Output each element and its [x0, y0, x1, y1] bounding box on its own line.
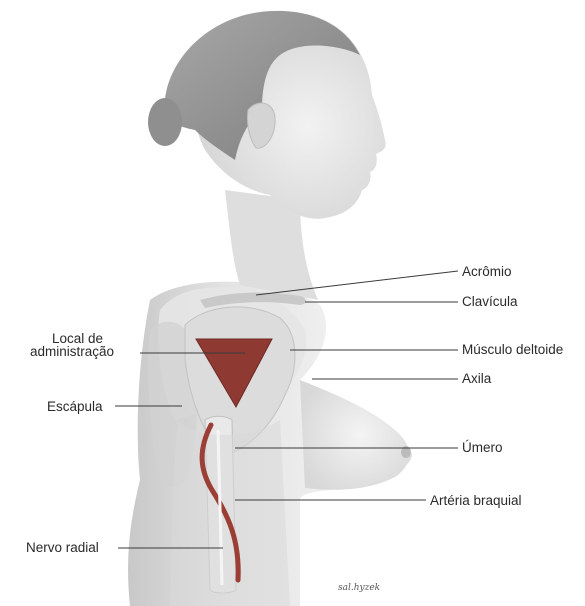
label-musculo-deltoide: Músculo deltoide	[462, 343, 563, 357]
breast	[300, 380, 409, 490]
label-clavicula: Clavícula	[462, 295, 518, 309]
label-arteria-braquial: Artéria braquial	[430, 494, 522, 508]
label-escapula: Escápula	[47, 400, 103, 414]
label-nervo-radial: Nervo radial	[26, 541, 99, 555]
label-local-administracao: Local de administração	[30, 332, 114, 358]
label-axila: Axila	[462, 372, 491, 386]
artist-signature: sal.hyzek	[338, 583, 380, 593]
label-umero: Úmero	[462, 441, 503, 455]
label-acromio: Acrômio	[462, 265, 512, 279]
label-local-line2: administração	[30, 345, 114, 358]
hair-bun	[148, 98, 182, 146]
